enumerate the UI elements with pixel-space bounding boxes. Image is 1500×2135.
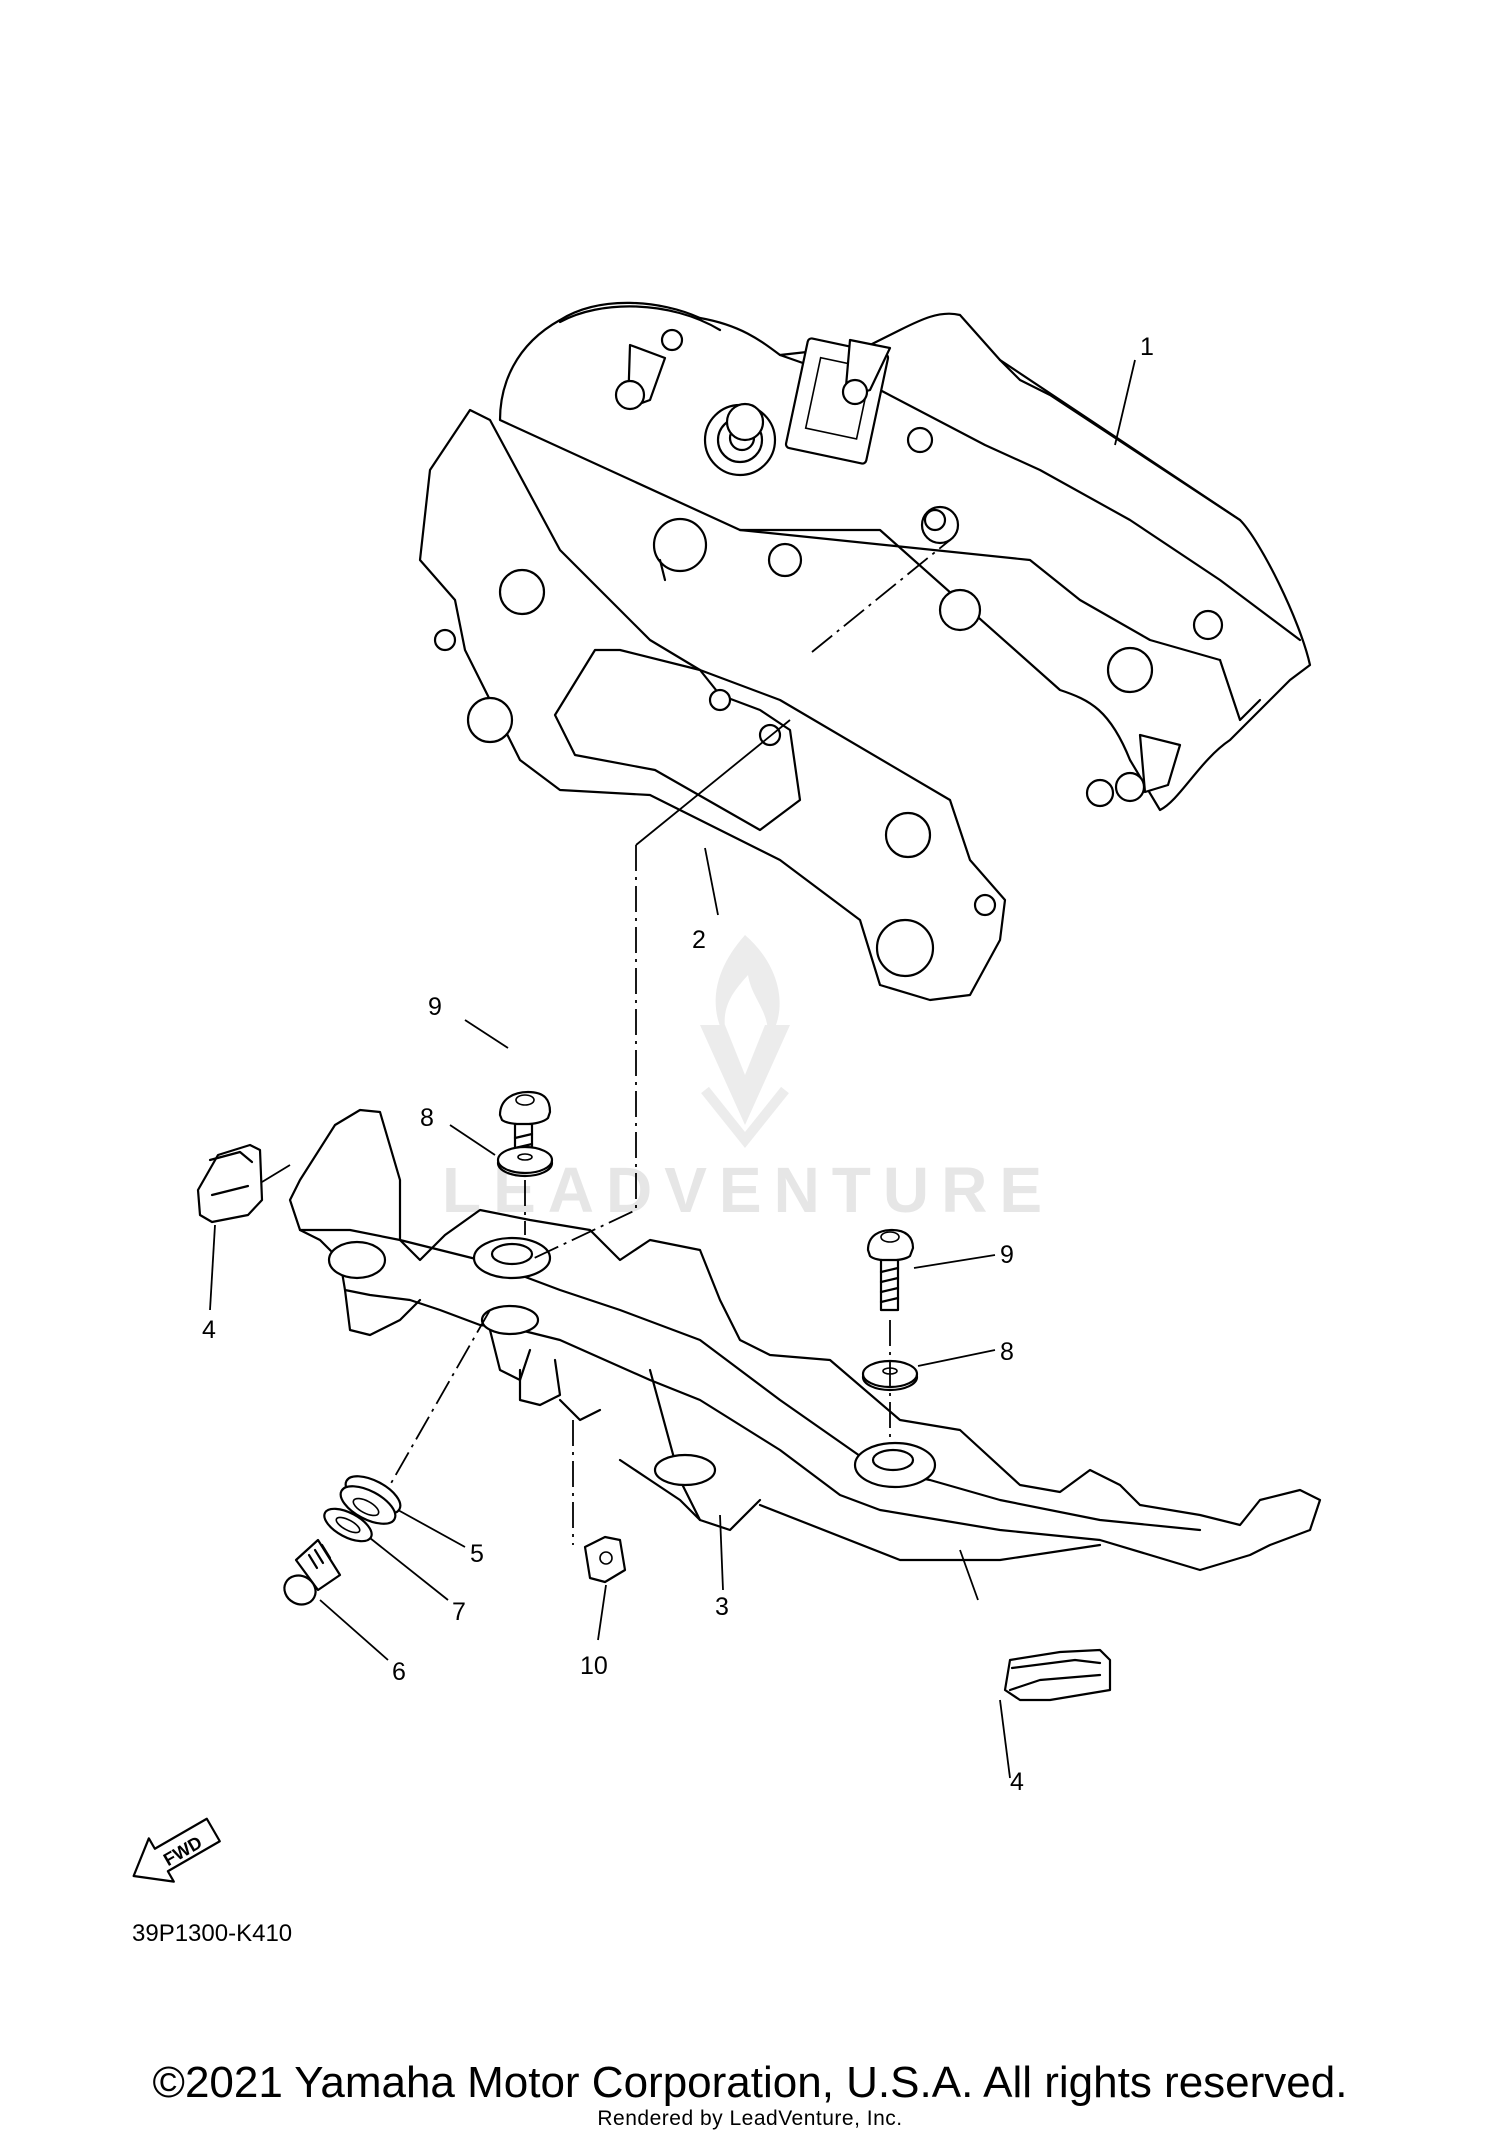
damper-right [1003, 1648, 1112, 1702]
fwd-arrow-icon: FWD [132, 1817, 221, 1883]
meter-assembly [498, 301, 1312, 812]
leadventure-watermark: LEADVENTURE [442, 935, 1042, 1226]
meter-bracket [288, 1108, 1322, 1572]
assembly-lines [389, 539, 951, 1545]
callout-9-right: 9 [1000, 1241, 1014, 1269]
copyright-notice: ©2021 Yamaha Motor Corporation, U.S.A. A… [152, 2058, 1348, 2107]
callout-labels: 1 2 3 4 4 5 6 7 8 8 9 9 10 [202, 333, 1154, 1796]
callout-8-upper: 8 [420, 1104, 434, 1132]
callout-2: 2 [692, 926, 706, 954]
damper-left [196, 1143, 264, 1224]
callout-5: 5 [470, 1540, 484, 1568]
callout-10: 10 [580, 1652, 608, 1680]
bolt-6 [283, 1538, 342, 1606]
grommet [339, 1475, 402, 1525]
callout-9-upper: 9 [428, 993, 442, 1021]
leader-lines [209, 359, 1136, 1779]
meter-gasket-plate [418, 408, 1007, 1002]
clip-nut-10 [583, 1535, 627, 1584]
callout-8-right: 8 [1000, 1338, 1014, 1366]
rendered-by-notice: Rendered by LeadVenture, Inc. [597, 2107, 903, 2130]
callout-6: 6 [392, 1658, 406, 1686]
bolt-9-right [866, 1228, 915, 1312]
callout-4-right: 4 [1010, 1768, 1024, 1796]
callout-3: 3 [715, 1593, 729, 1621]
callout-7: 7 [452, 1598, 466, 1626]
washer-8-upper [496, 1145, 554, 1178]
callout-1: 1 [1140, 333, 1154, 361]
diagram-code: 39P1300-K410 [132, 1920, 293, 1947]
washer-7 [323, 1507, 373, 1543]
callout-4-left: 4 [202, 1316, 216, 1344]
